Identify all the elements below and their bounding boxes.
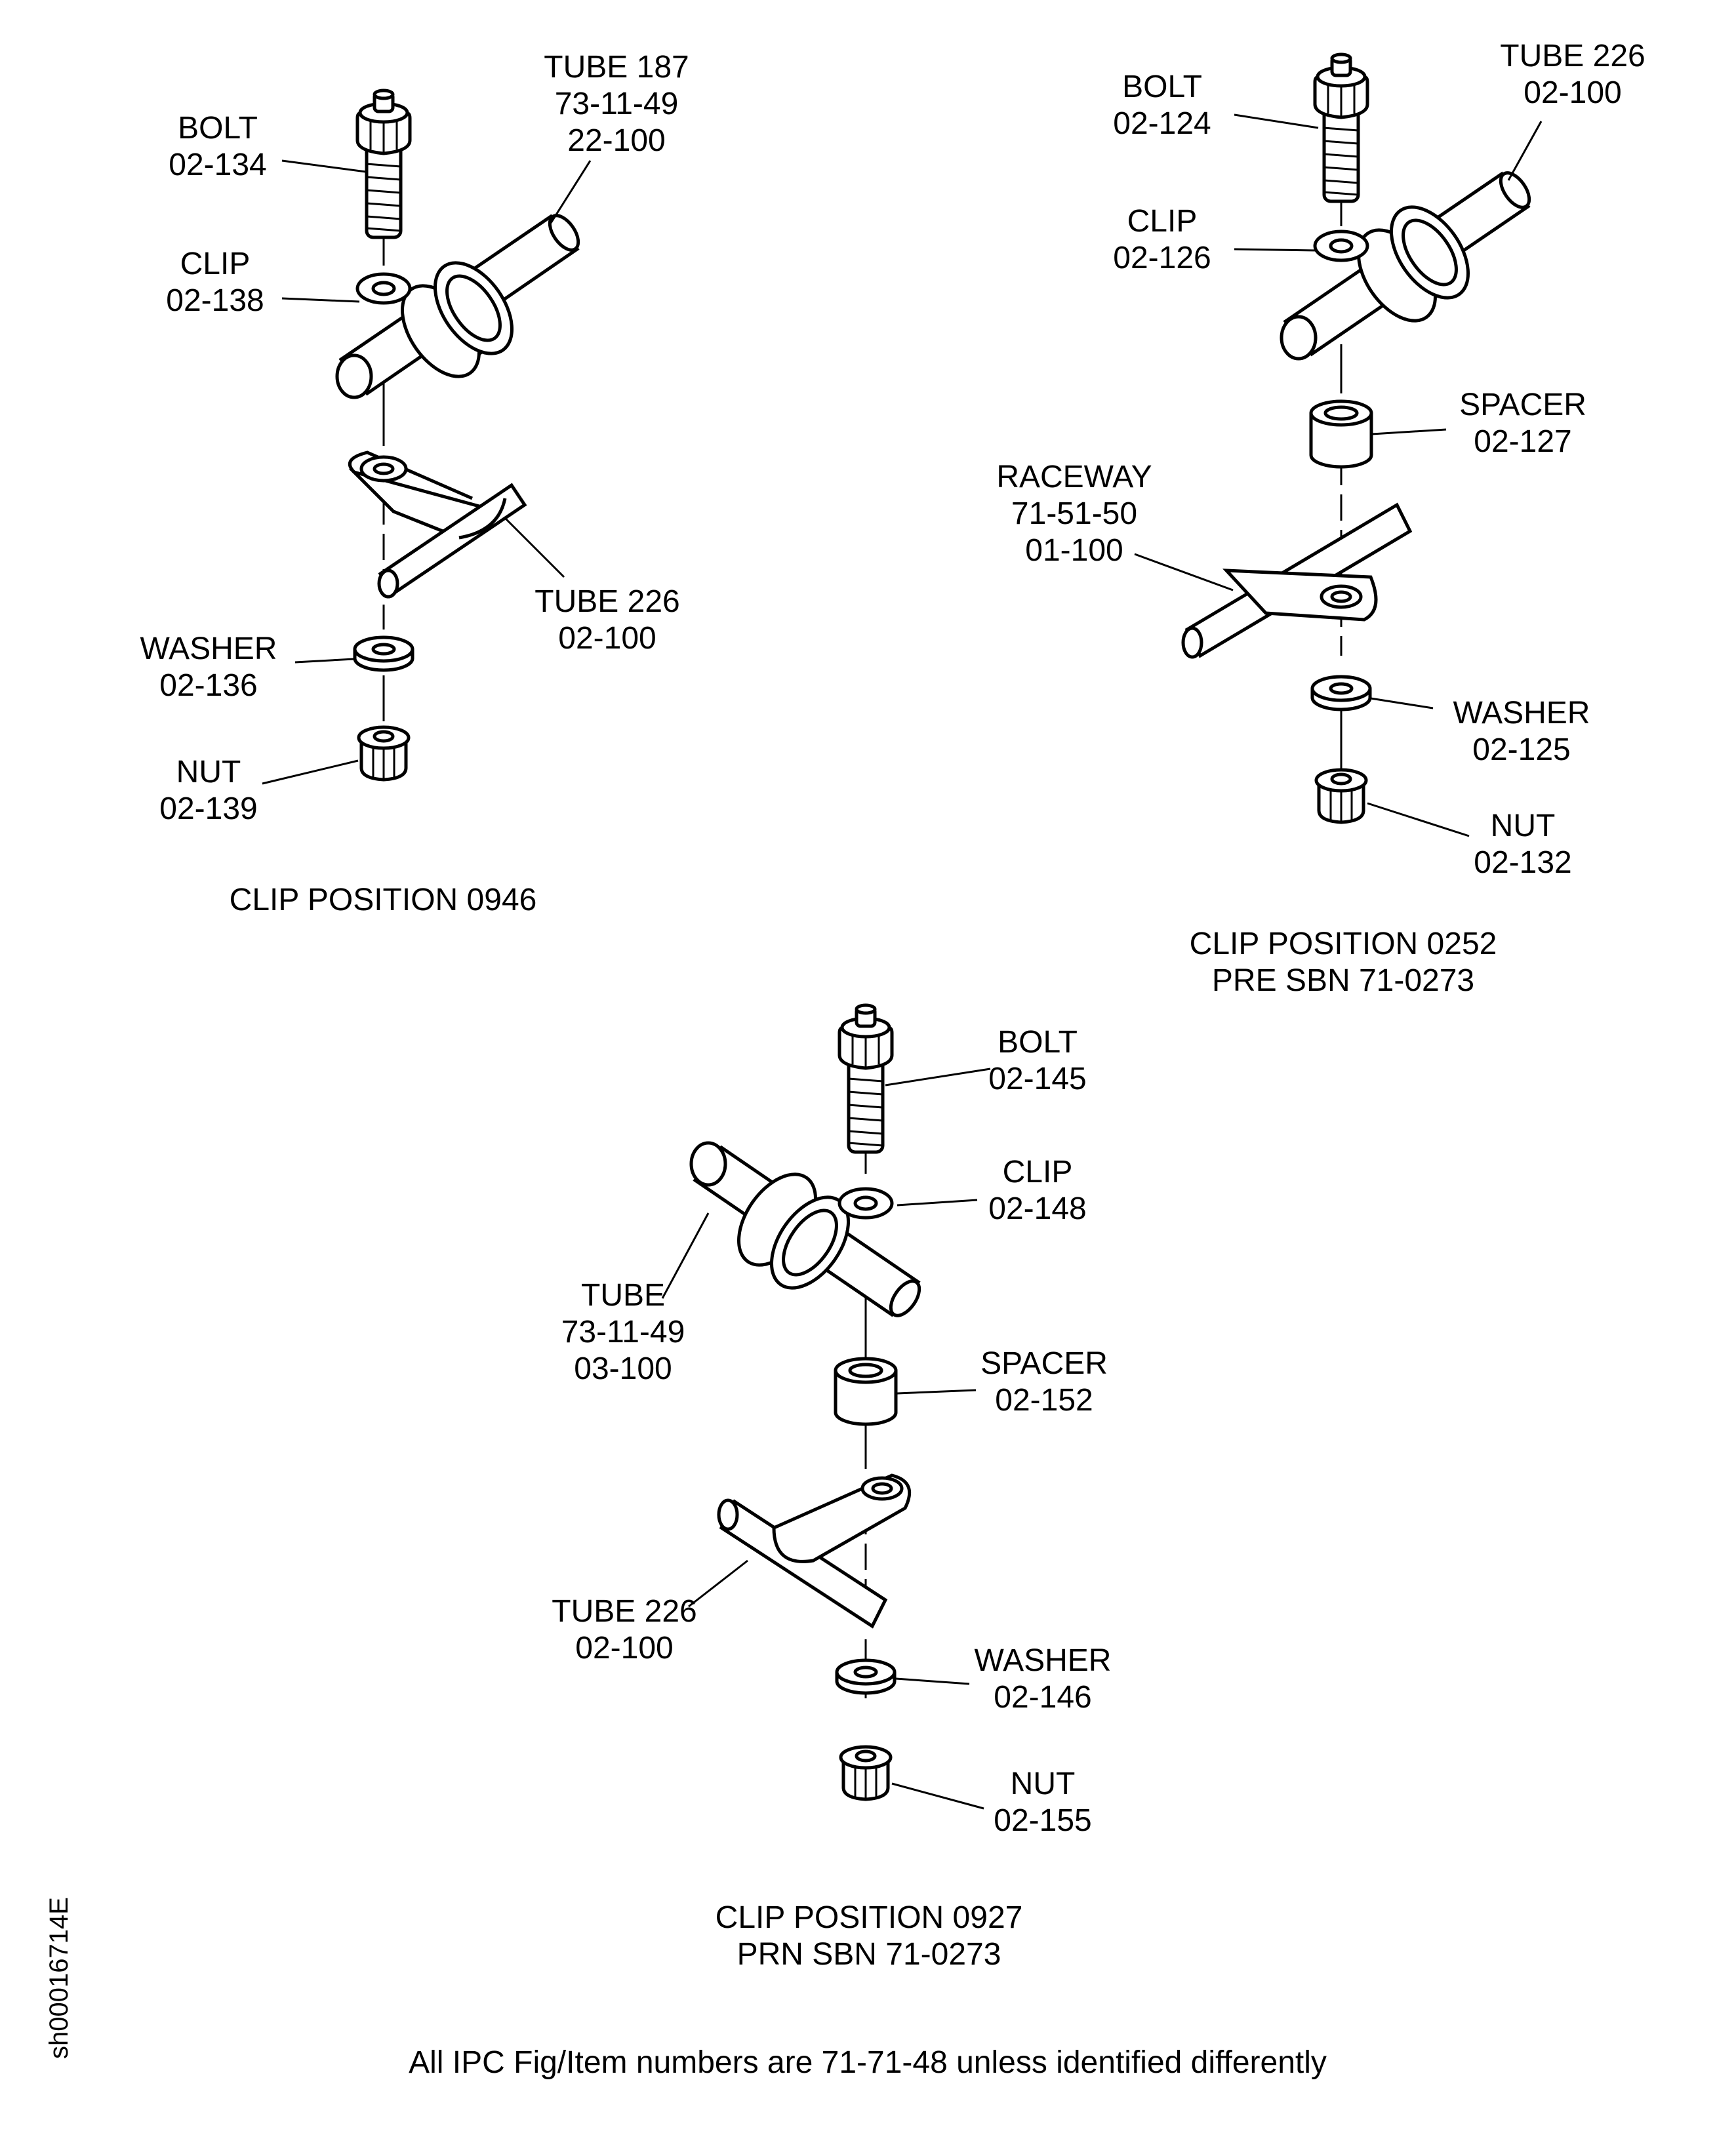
view-clip-position-0927	[661, 1005, 991, 1810]
item-number: 02-100	[1524, 75, 1622, 110]
item-number: 03-100	[574, 1351, 672, 1386]
item-number: 02-126	[1113, 241, 1211, 275]
part-name: TUBE 187	[544, 50, 689, 85]
part-name: NUT	[176, 755, 241, 789]
label-nut-02-139: NUT 02-139	[159, 754, 257, 828]
label-clip-02-138: CLIP 02-138	[166, 246, 264, 319]
part-name: CLIP	[180, 247, 251, 281]
caption-clip-position-0946: CLIP POSITION 0946	[230, 882, 537, 919]
part-name: TUBE 226	[1500, 39, 1645, 73]
label-washer-02-146: WASHER 02-146	[975, 1643, 1112, 1716]
item-number: 02-138	[166, 283, 264, 318]
part-name: CLIP	[1002, 1155, 1073, 1189]
part-name: BOLT	[1122, 70, 1202, 104]
label-nut-02-155: NUT 02-155	[994, 1766, 1091, 1839]
label-bolt-02-134: BOLT 02-134	[169, 110, 266, 184]
figure-number: 73-11-49	[561, 1315, 685, 1349]
footer-note: All IPC Fig/Item numbers are 71-71-48 un…	[409, 2045, 1327, 2080]
sheet-id: sh00016714E	[45, 1897, 73, 2059]
label-tube-187: TUBE 187 73-11-49 22-100	[544, 49, 689, 159]
item-number: 02-100	[575, 1631, 674, 1666]
item-number: 01-100	[1025, 533, 1123, 568]
part-name: TUBE 226	[552, 1594, 697, 1629]
label-washer-02-125: WASHER 02-125	[1453, 695, 1590, 769]
label-tube-226-v1: TUBE 226 02-100	[535, 584, 679, 657]
part-name: CLIP	[1127, 204, 1198, 239]
part-name: RACEWAY	[996, 460, 1152, 494]
item-number: 02-124	[1113, 106, 1211, 141]
part-name: BOLT	[178, 111, 258, 146]
caption-line: CLIP POSITION 0927	[715, 1900, 1023, 1935]
label-tube-226-v3: TUBE 226 02-100	[552, 1593, 696, 1667]
part-name: SPACER	[1459, 388, 1586, 422]
item-number: 02-132	[1474, 845, 1572, 880]
item-number: 02-134	[169, 148, 267, 182]
figure-number: 71-51-50	[1011, 496, 1138, 531]
item-number: 22-100	[567, 123, 666, 158]
caption-line: CLIP POSITION 0946	[229, 883, 537, 917]
item-number: 02-146	[994, 1680, 1092, 1715]
label-spacer-02-152: SPACER 02-152	[980, 1346, 1108, 1419]
item-number: 02-155	[994, 1803, 1092, 1838]
label-tube-73-11-49: TUBE 73-11-49 03-100	[561, 1277, 685, 1388]
label-washer-02-136: WASHER 02-136	[140, 631, 277, 704]
item-number: 02-125	[1472, 732, 1571, 767]
item-number: 02-148	[988, 1191, 1087, 1226]
item-number: 02-139	[159, 791, 258, 826]
part-name: WASHER	[1453, 696, 1590, 730]
label-clip-02-148: CLIP 02-148	[988, 1154, 1086, 1228]
item-number: 02-136	[159, 668, 258, 703]
caption-line: CLIP POSITION 0252	[1189, 927, 1497, 961]
part-name: WASHER	[140, 631, 277, 666]
part-name: BOLT	[998, 1025, 1078, 1060]
item-number: 02-100	[558, 621, 656, 656]
part-name: NUT	[1010, 1767, 1076, 1801]
label-bolt-02-145: BOLT 02-145	[988, 1024, 1086, 1098]
caption-line: PRE SBN 71-0273	[1211, 963, 1475, 998]
label-raceway-71-51-50: RACEWAY 71-51-50 01-100	[996, 459, 1152, 569]
label-bolt-02-124: BOLT 02-124	[1113, 69, 1211, 142]
item-number: 02-127	[1474, 424, 1572, 459]
part-name: TUBE 226	[535, 584, 680, 619]
figure-number: 73-11-49	[554, 87, 679, 121]
part-name: TUBE	[580, 1278, 666, 1313]
part-name: NUT	[1490, 809, 1556, 843]
part-name: SPACER	[980, 1346, 1108, 1381]
label-spacer-02-127: SPACER 02-127	[1459, 387, 1586, 460]
view-clip-position-0252	[1134, 54, 1543, 837]
label-tube-226-v2: TUBE 226 02-100	[1500, 38, 1645, 111]
part-name: WASHER	[974, 1643, 1112, 1678]
item-number: 02-145	[988, 1062, 1087, 1096]
item-number: 02-152	[995, 1383, 1093, 1418]
caption-clip-position-0927: CLIP POSITION 0927 PRN SBN 71-0273	[716, 1900, 1023, 1973]
label-nut-02-132: NUT 02-132	[1474, 808, 1571, 881]
caption-clip-position-0252: CLIP POSITION 0252 PRE SBN 71-0273	[1190, 926, 1497, 999]
label-clip-02-126: CLIP 02-126	[1113, 203, 1211, 277]
caption-line: PRN SBN 71-0273	[737, 1937, 1001, 1972]
view-clip-position-0946	[262, 90, 592, 785]
